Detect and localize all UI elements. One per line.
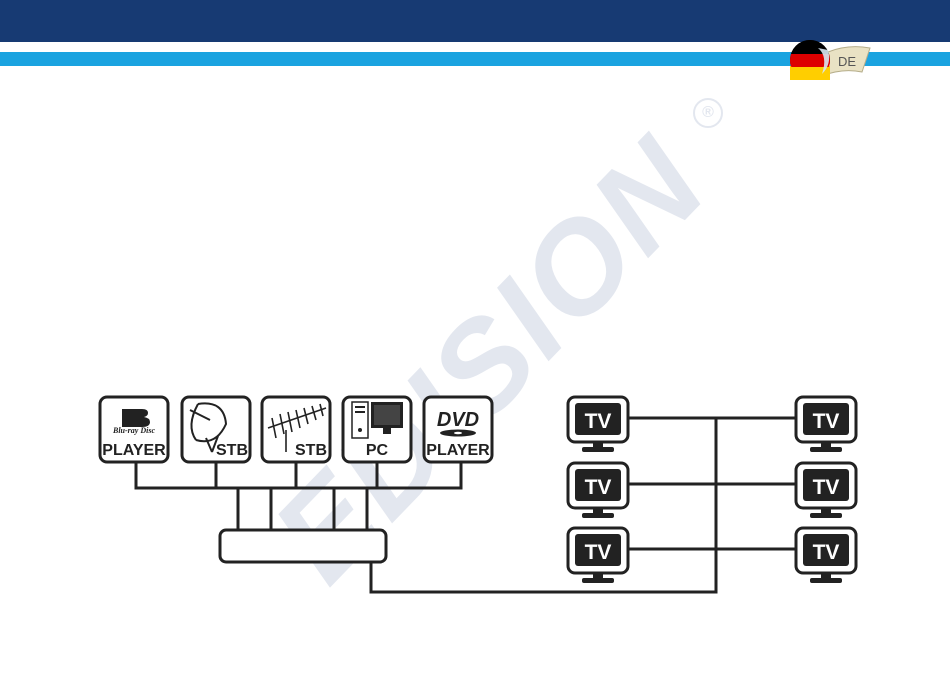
- tv-left-1: TV: [568, 397, 628, 452]
- dvd-logo-icon: DVD: [437, 409, 479, 437]
- tv-label: TV: [813, 541, 840, 564]
- tv-right-3: TV: [796, 528, 856, 583]
- source-satellite-stb: STB: [182, 397, 250, 462]
- wire-bus-drops: [238, 488, 367, 530]
- tv-label: TV: [585, 541, 612, 564]
- source-antenna-stb: STB: [262, 397, 330, 462]
- wire-bluray: [136, 462, 461, 488]
- source-label-dvd: PLAYER: [426, 442, 490, 459]
- bluray-logo-text: Blu-ray Disc: [112, 426, 155, 435]
- tv-label: TV: [585, 476, 612, 499]
- tv-label: TV: [813, 410, 840, 433]
- source-dvd-player: DVD PLAYER: [424, 397, 492, 462]
- tv-left-2: TV: [568, 463, 628, 518]
- tv-label: TV: [813, 476, 840, 499]
- source-label-sat: STB: [216, 442, 248, 459]
- source-bluray-player: Blu-ray Disc PLAYER: [100, 397, 168, 462]
- source-label-pc: PC: [366, 442, 389, 459]
- source-label-bluray: PLAYER: [102, 442, 166, 459]
- tv-right-2: TV: [796, 463, 856, 518]
- dvd-logo-text: DVD: [437, 409, 479, 431]
- tv-label: TV: [585, 410, 612, 433]
- tv-right-1: TV: [796, 397, 856, 452]
- source-label-ant: STB: [295, 442, 327, 459]
- tv-left-3: TV: [568, 528, 628, 583]
- source-pc: PC: [343, 397, 411, 462]
- multiswitch-box: [220, 530, 386, 562]
